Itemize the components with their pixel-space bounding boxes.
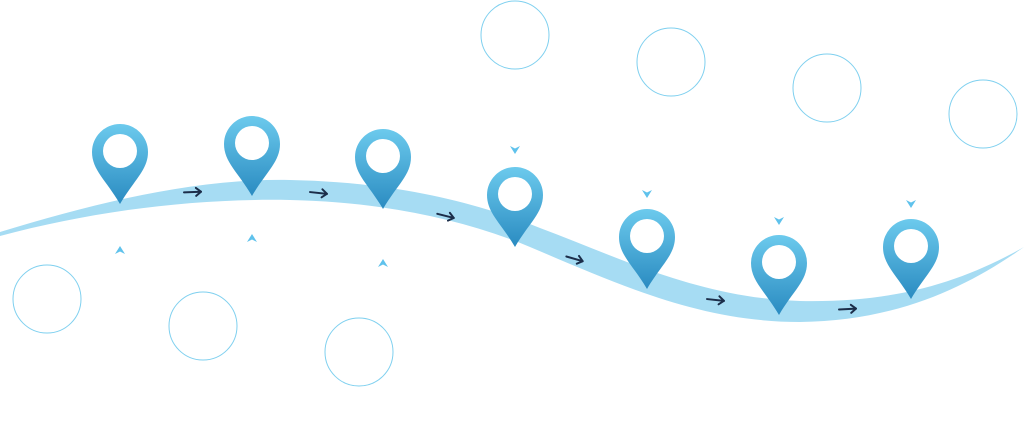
placeholder-circle-6 bbox=[792, 53, 862, 123]
triangle-down-icon bbox=[906, 200, 916, 208]
map-pin-icon bbox=[883, 219, 939, 299]
right-arrow-icon bbox=[838, 303, 857, 314]
label-placeholder-circles bbox=[12, 0, 1018, 387]
milestone-pins bbox=[92, 116, 939, 315]
map-pin-icon bbox=[751, 235, 807, 315]
pointer-markers bbox=[115, 146, 916, 267]
direction-arrows bbox=[183, 186, 857, 314]
triangle-down-icon bbox=[510, 146, 520, 154]
right-arrow-icon bbox=[183, 186, 202, 197]
triangle-up-icon bbox=[115, 246, 125, 254]
triangle-down-icon bbox=[642, 190, 652, 198]
triangle-down-icon bbox=[774, 217, 784, 225]
map-pin-icon bbox=[224, 116, 280, 196]
map-pin-icon bbox=[92, 124, 148, 204]
placeholder-circle-7 bbox=[948, 79, 1018, 149]
right-arrow-icon bbox=[565, 254, 584, 265]
right-arrow-icon bbox=[309, 188, 328, 199]
placeholder-circle-5 bbox=[636, 27, 706, 97]
right-arrow-icon bbox=[436, 211, 455, 222]
placeholder-circle-1 bbox=[12, 264, 82, 334]
triangle-up-icon bbox=[378, 259, 388, 267]
map-pin-icon bbox=[619, 209, 675, 289]
right-arrow-icon bbox=[706, 295, 725, 306]
triangle-up-icon bbox=[247, 234, 257, 242]
placeholder-circle-4 bbox=[480, 0, 550, 70]
map-pin-icon bbox=[355, 129, 411, 209]
placeholder-circle-3 bbox=[324, 317, 394, 387]
placeholder-circle-2 bbox=[168, 291, 238, 361]
map-pin-icon bbox=[487, 167, 543, 247]
